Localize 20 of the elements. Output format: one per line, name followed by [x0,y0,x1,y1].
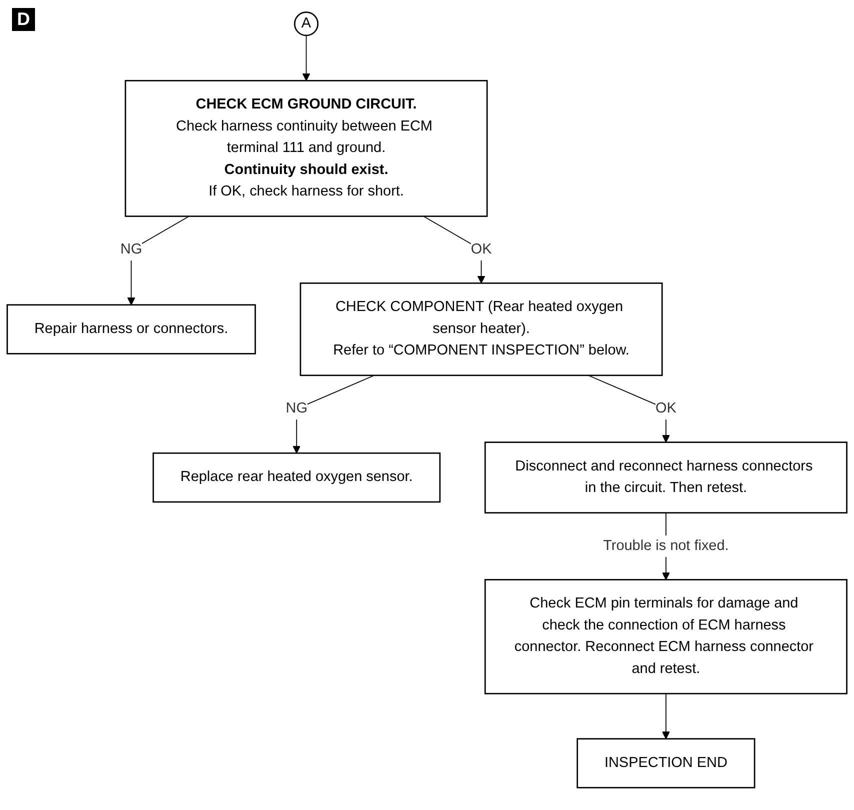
arrow [292,374,375,454]
node-circle: A [294,12,319,36]
node-box: Repair harness or connectors. [6,304,256,354]
node-box: CHECK COMPONENT (Rear heated oxygen sensor heater). Refer to “COMPONENT INSPECTION” below. [300,282,663,376]
node-box: Disconnect and reconnect harness connectors in the circuit. Then retest. [484,442,848,514]
node-box: INSPECTION END [576,738,756,788]
edge-label: Trouble is not fixed. [603,538,729,554]
node-box: Check ECM pin terminals for damage and check the connection of ECM harness connector. Reconnect ECM harness connector and retest. [484,579,848,694]
arrow [302,35,310,82]
edge-label: OK [470,242,492,258]
node-box: CHECK ECM GROUND CIRCUIT. Check harness continuity between ECM terminal 111 and ground. Continuity should exist. If OK, check harness for short. [124,80,488,217]
arrow [662,693,670,740]
edge-label: NG [286,400,308,416]
section-marker: D [12,8,35,31]
arrow [423,216,486,284]
edge-label: OK [655,400,676,416]
arrow [588,374,670,443]
arrow [127,216,190,306]
edge-label: NG [120,242,142,258]
node-box: Replace rear heated oxygen sensor. [152,452,441,503]
